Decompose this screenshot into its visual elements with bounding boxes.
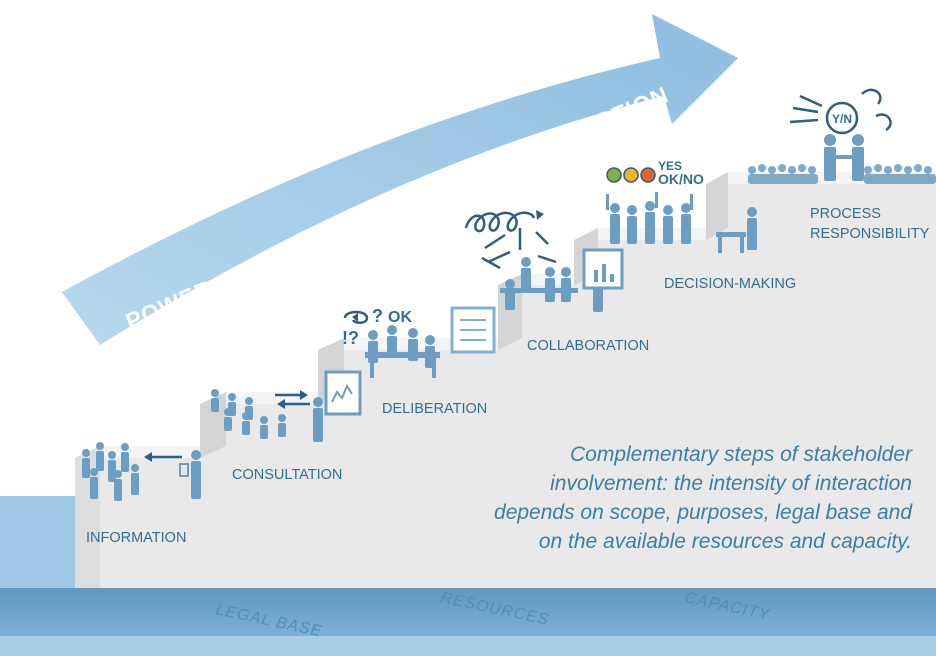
responsibility-yn-circle-icon	[825, 101, 859, 135]
caption-line-4: on the available resources and capacity.	[539, 530, 912, 553]
deliberation-table-icon	[365, 325, 440, 378]
responsibility-yn-mark: Y/N	[832, 112, 852, 126]
caption-line-2: involvement: the intensity of interactio…	[550, 472, 912, 495]
step-label-process: PROCESS	[810, 206, 881, 222]
deliberation-loop-arrow-icon	[343, 310, 369, 324]
caption-line-3: depends on scope, purposes, legal base a…	[494, 501, 913, 524]
responsibility-handshake-icon	[824, 134, 864, 181]
consultation-board-icon	[313, 370, 362, 442]
decision-ok-no-mark: OK/NO	[658, 171, 704, 187]
deliberation-exclaim-question: !?	[342, 328, 359, 348]
information-crowd-icon	[82, 442, 139, 501]
step-label-information: INFORMATION	[86, 530, 186, 546]
information-arrow-icon	[144, 452, 182, 462]
step-label-consultation: CONSULTATION	[232, 467, 342, 483]
decision-yes-mark: YES	[658, 159, 682, 173]
collaboration-loops-icon	[464, 210, 544, 233]
information-presenter-icon	[179, 450, 201, 499]
step-label-responsibility: RESPONSIBILITY	[810, 226, 930, 242]
deliberation-question-mark: ?	[372, 306, 383, 326]
foundation-slab	[0, 496, 936, 656]
caption-line-1: Complementary steps of stakeholder	[570, 443, 913, 466]
step-label-collaboration: COLLABORATION	[527, 338, 649, 354]
traffic-light-icon	[606, 167, 656, 183]
decision-desk-icon	[716, 207, 757, 253]
collaboration-arrows-icon	[481, 228, 557, 270]
consultation-exchange-arrows-icon	[275, 390, 310, 409]
responsibility-arrows-icon	[789, 88, 892, 132]
step-label-deliberation: DELIBERATION	[382, 401, 487, 417]
deliberation-checklist-icon	[450, 306, 496, 354]
responsibility-crowd-icon	[748, 164, 936, 184]
deliberation-ok-mark: OK	[388, 309, 412, 326]
decision-voters-icon	[606, 192, 693, 244]
collaboration-board-icon	[582, 248, 624, 290]
consultation-audience-icon	[211, 389, 286, 439]
caption-block: Complementary steps of stakeholder invol…	[494, 443, 913, 553]
step-label-decision-making: DECISION-MAKING	[664, 276, 796, 292]
